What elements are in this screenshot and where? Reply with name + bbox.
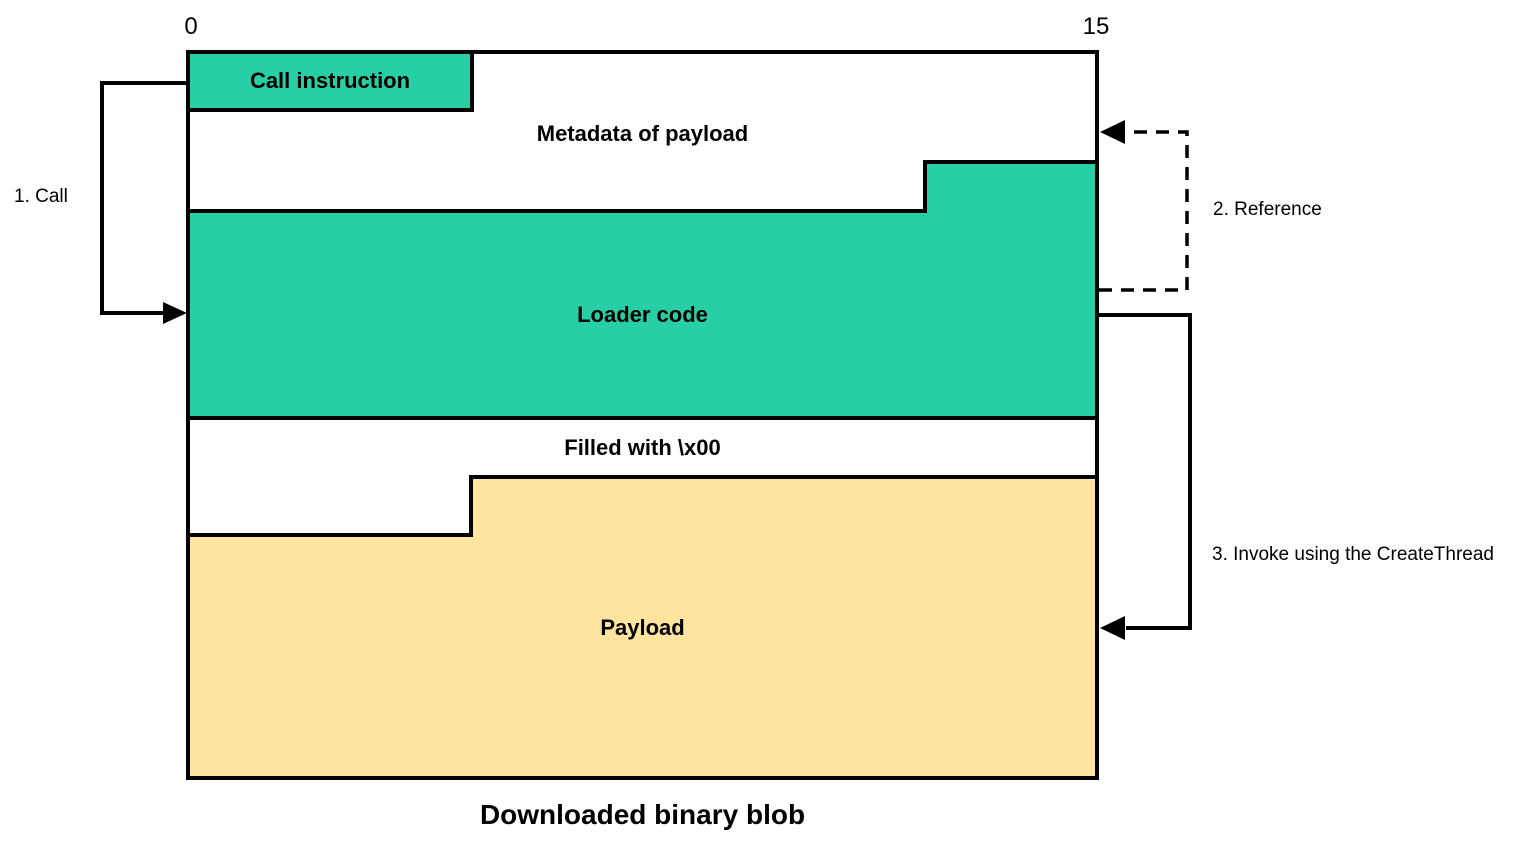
invoke-arrow-line [1099,313,1192,630]
reference-arrow-line [1099,130,1189,292]
reference-arrowhead-icon [1100,120,1125,144]
loader-code-block [186,160,1099,420]
payload-block [186,475,1099,780]
call-arrowhead-icon [163,302,187,324]
call-instruction-block [186,50,474,112]
invoke-arrowhead-icon [1100,616,1125,640]
call-arrow-line [100,81,186,315]
